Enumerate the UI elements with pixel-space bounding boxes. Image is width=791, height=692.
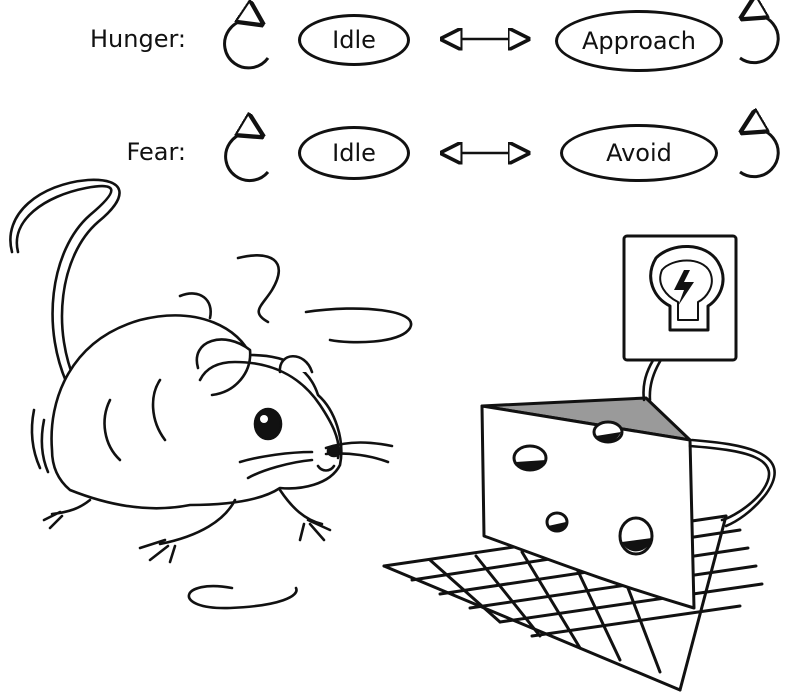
fear-row-label: Fear: [126,138,187,166]
hunger-approach-self-loop-icon [740,15,780,65]
mouse-illustration [9,178,413,610]
fear-idle-self-loop-icon [224,133,270,183]
hunger-row-label: Hunger: [90,25,186,53]
fear-avoid-state: Avoid [560,124,718,182]
hunger-idle-state: Idle [298,14,410,66]
wall-socket [622,234,738,362]
fear-idle-state: Idle [298,126,410,180]
fear-avoid-self-loop-icon [740,129,780,179]
lightning-bolt-icon [674,270,694,306]
cheese-wedge [480,396,696,610]
hunger-idle-self-loop-icon [223,20,270,70]
hunger-approach-state: Approach [555,10,723,72]
